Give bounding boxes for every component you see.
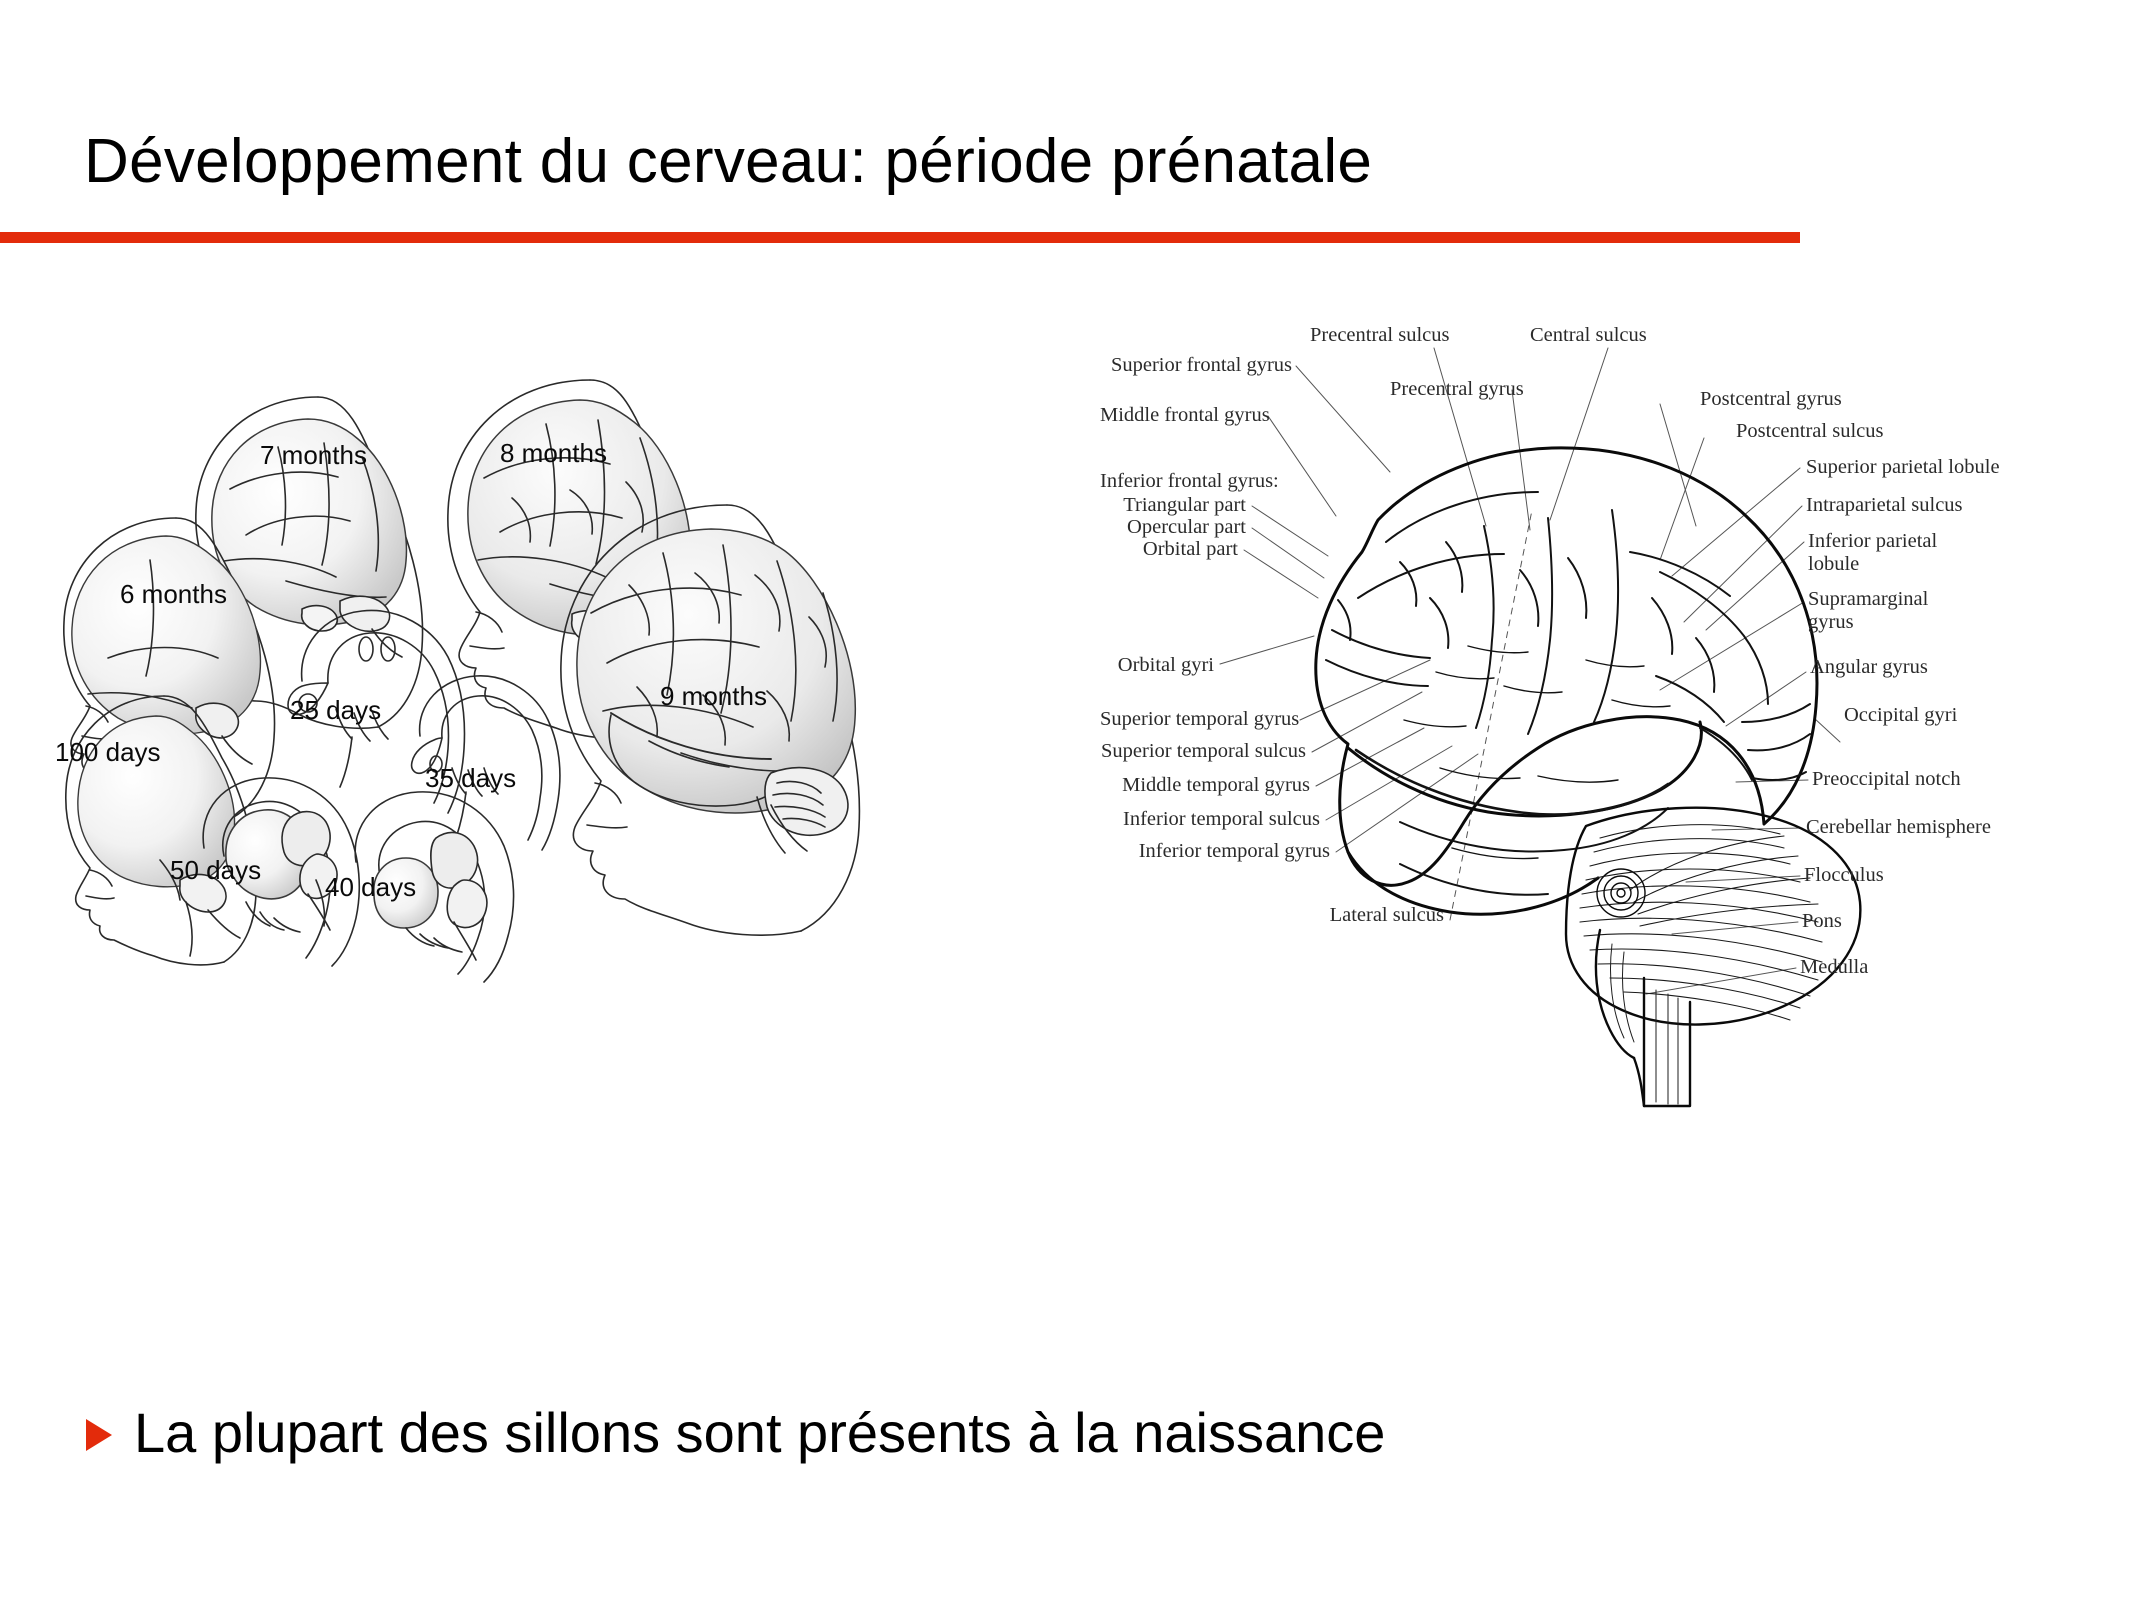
brain-label-inferior-temporal-gyrus: Inferior temporal gyrus [1138, 840, 1330, 862]
prenatal-development-drawing [63, 379, 861, 983]
stage-label-25-days: 25 days [290, 695, 382, 725]
brain-label-pons: Pons [1802, 910, 1842, 932]
brain-label-central-sulcus: Central sulcus [1530, 324, 1647, 346]
brain-label-postcentral-sulcus: Postcentral sulcus [1736, 420, 1884, 442]
brain-label-precentral-sulcus: Precentral sulcus [1310, 324, 1450, 346]
brain-label-supramarginal-line1: Supramarginal [1808, 588, 1929, 610]
stage-label-40-days: 40 days [325, 872, 417, 902]
brain-label-inferior-parietal-line1: Inferior parietal [1808, 530, 1938, 552]
brain-label-angular-gyrus: Angular gyrus [1810, 656, 1928, 678]
stage-label-50-days: 50 days [170, 855, 262, 885]
bullet-text: La plupart des sillons sont présents à l… [134, 1401, 1386, 1464]
brain-label-triangular-part: Triangular part [1123, 494, 1246, 516]
stage-label-6-months: 6 months [120, 579, 227, 609]
labelled-brain-figure: Precentral sulcus Central sulcus Precent… [1100, 324, 2120, 1260]
brain-label-supramarginal-gyrus: Supramarginal gyrus [1808, 588, 1928, 634]
prenatal-development-figure: 25 days 35 days 40 days 50 days 100 days… [40, 300, 1120, 1240]
bullet-row: La plupart des sillons sont présents à l… [86, 1400, 1385, 1465]
brain-lateral-view-drawing [1219, 347, 1862, 1108]
brain-label-superior-frontal-gyrus: Superior frontal gyrus [1110, 354, 1292, 376]
brain-label-middle-frontal-gyrus: Middle frontal gyrus [1100, 404, 1270, 426]
title-underline-rule [0, 232, 1800, 243]
brain-label-inferior-frontal-gyrus: Inferior frontal gyrus: [1100, 470, 1279, 492]
brain-label-superior-parietal-lobule: Superior parietal lobule [1806, 456, 2000, 478]
brain-label-inferior-temporal-sulcus: Inferior temporal sulcus [1123, 808, 1320, 830]
brain-label-superior-temporal-gyrus: Superior temporal gyrus [1100, 708, 1300, 730]
page-title: Développement du cerveau: période prénat… [84, 127, 1373, 196]
triangle-right-icon [86, 1418, 112, 1451]
brain-label-inferior-parietal-lobule: Inferior parietal lobule [1808, 530, 1937, 576]
brain-label-superior-temporal-sulcus: Superior temporal sulcus [1101, 740, 1306, 762]
brain-label-inferior-parietal-line2: lobule [1808, 552, 1860, 575]
brain-label-orbital-gyri: Orbital gyri [1117, 654, 1214, 676]
brain-label-orbital-part: Orbital part [1142, 538, 1238, 560]
brain-label-lateral-sulcus: Lateral sulcus [1329, 904, 1444, 926]
brain-label-occipital-gyri: Occipital gyri [1844, 704, 1958, 726]
stage-label-9-months: 9 months [660, 681, 767, 711]
stage-label-7-months: 7 months [260, 440, 367, 470]
brain-label-flocculus: Flocculus [1804, 864, 1884, 886]
stage-label-8-months: 8 months [500, 438, 607, 468]
brain-label-intraparietal-sulcus: Intraparietal sulcus [1806, 494, 1963, 516]
brain-label-postcentral-gyrus: Postcentral gyrus [1700, 388, 1842, 410]
brain-label-medulla: Medulla [1800, 956, 1869, 978]
brain-label-preoccipital-notch: Preoccipital notch [1812, 768, 1961, 790]
brain-label-opercular-part: Opercular part [1127, 516, 1246, 538]
brain-label-middle-temporal-gyrus: Middle temporal gyrus [1122, 774, 1310, 796]
brain-label-precentral-gyrus: Precentral gyrus [1390, 378, 1524, 400]
stage-label-100-days: 100 days [55, 737, 161, 767]
brain-label-cerebellar-hemisphere: Cerebellar hemisphere [1806, 816, 1991, 838]
brain-label-supramarginal-line2: gyrus [1808, 610, 1854, 633]
stage-label-35-days: 35 days [425, 763, 517, 793]
